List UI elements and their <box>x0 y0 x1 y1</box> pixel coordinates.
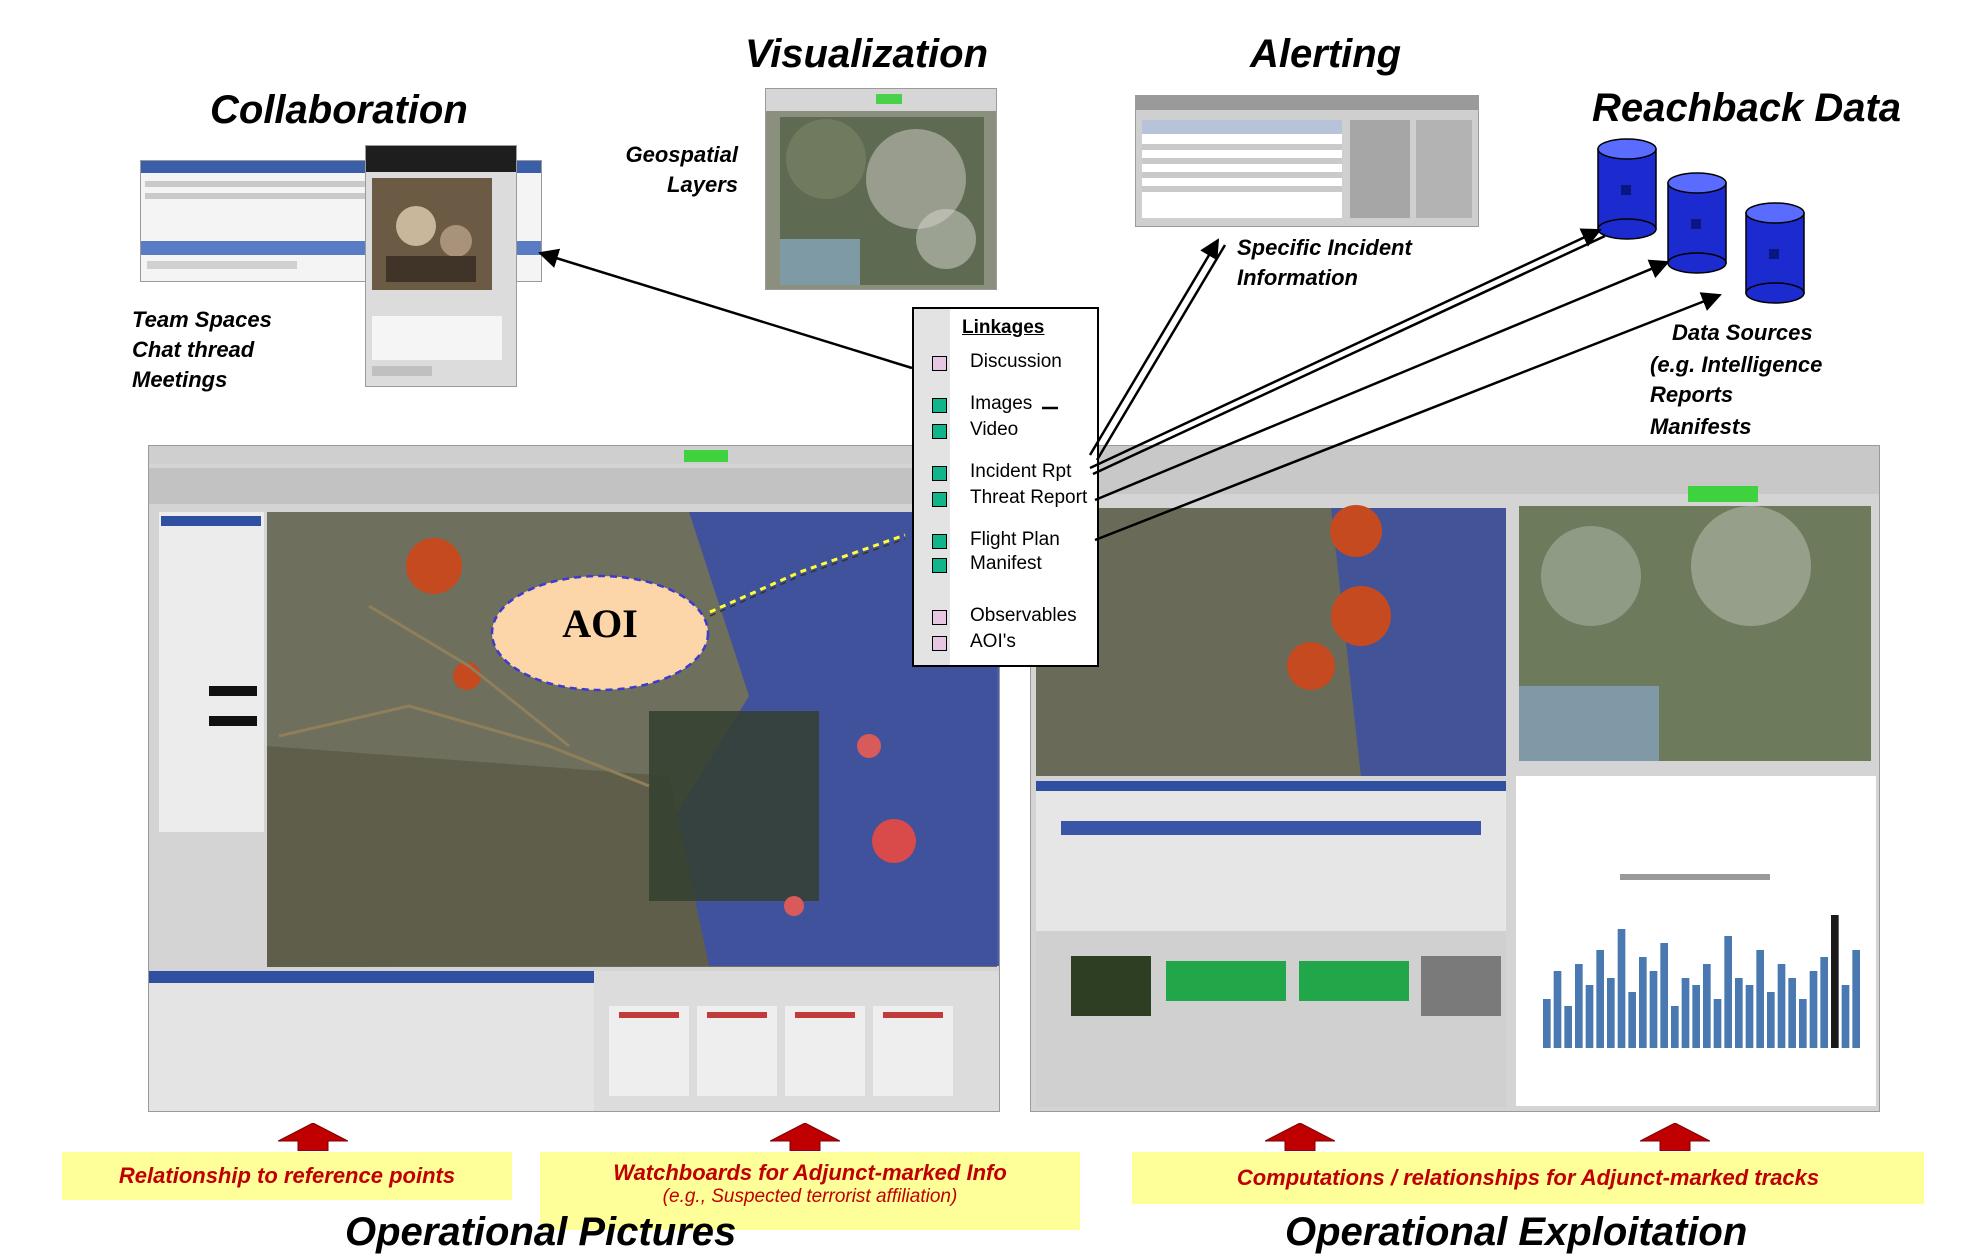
chart-bar <box>1809 971 1818 1048</box>
linkage-checkbox[interactable] <box>932 534 947 549</box>
chart-bar <box>1831 915 1839 1048</box>
linkage-checkbox[interactable] <box>932 636 947 651</box>
chart-bar <box>1628 992 1636 1048</box>
chart-bar <box>1735 978 1743 1048</box>
collaboration-description: Team Spaces Chat thread Meetings <box>132 305 272 395</box>
up-arrow-icon <box>1265 1123 1335 1151</box>
geospatial-layers-label: Geospatial Layers <box>600 140 738 200</box>
operational-exploitation-title: Operational Exploitation <box>1285 1210 1748 1254</box>
up-arrow-icon <box>278 1123 348 1151</box>
linkage-label: Manifest <box>970 553 1042 574</box>
alert-line-2: Information <box>1237 265 1358 290</box>
chart-bar <box>1543 999 1551 1048</box>
linkage-checkbox[interactable] <box>932 398 947 413</box>
operational-pictures-title: Operational Pictures <box>345 1210 737 1254</box>
linkage-checkbox[interactable] <box>932 424 947 439</box>
visualization-heading: Visualization <box>745 32 989 76</box>
reachback-line-4: Manifests <box>1650 414 1752 439</box>
up-arrow-icon <box>770 1123 840 1151</box>
linkage-label: Observables <box>970 605 1077 626</box>
chart-bar <box>1713 999 1722 1048</box>
chart-bar <box>1585 985 1594 1048</box>
database-icon <box>1745 202 1805 304</box>
chart-bar <box>1639 957 1647 1048</box>
chart-bar <box>1852 950 1860 1048</box>
chart-bar <box>1724 936 1732 1048</box>
linkage-label: Incident Rpt <box>970 461 1072 482</box>
linkage-checkbox[interactable] <box>932 558 947 573</box>
alerting-description: Specific Incident Information <box>1237 233 1412 293</box>
reachback-line-1: Data Sources <box>1672 320 1813 345</box>
activity-bar-chart <box>1530 870 1870 1055</box>
chart-bar <box>1575 964 1583 1048</box>
chart-bar <box>1681 978 1690 1048</box>
linkage-label: Flight Plan <box>970 529 1060 550</box>
chart-bar <box>1703 964 1711 1048</box>
chart-title-placeholder <box>1620 874 1770 880</box>
chart-bar <box>1564 1006 1572 1048</box>
satellite-map-window <box>765 88 997 290</box>
chart-bar <box>1607 978 1615 1048</box>
linkage-label: Threat Report <box>970 487 1088 508</box>
chart-bar <box>1649 971 1658 1048</box>
alerting-heading: Alerting <box>1250 32 1402 76</box>
chart-bar <box>1841 985 1850 1048</box>
database-icon <box>1667 172 1727 274</box>
chart-bar <box>1692 985 1700 1048</box>
callout-watchboards: Watchboards for Adjunct-marked Info (e.g… <box>540 1152 1080 1230</box>
aoi-label: AOI <box>562 601 638 646</box>
chart-bar <box>1745 985 1754 1048</box>
linkage-checkbox[interactable] <box>932 466 947 481</box>
databases-group <box>1597 138 1805 304</box>
chart-bar <box>1660 943 1668 1048</box>
linkage-label: Images <box>970 393 1033 414</box>
linkage-label: Video <box>970 419 1019 440</box>
linkages-panel: Linkages Discussion Images Video Inciden… <box>912 307 1099 667</box>
callout-watchboards-title: Watchboards for Adjunct-marked Info <box>613 1160 1007 1185</box>
linkage-checkbox[interactable] <box>932 492 947 507</box>
reachback-heading: Reachback Data <box>1592 86 1902 130</box>
chart-bar <box>1788 978 1796 1048</box>
chart-bar <box>1756 950 1764 1048</box>
video-conference-window <box>365 145 517 387</box>
chart-bar <box>1820 957 1828 1048</box>
alert-line-1: Specific Incident <box>1237 235 1412 260</box>
reachback-line-2: (e.g. Intelligence <box>1650 352 1823 377</box>
operational-picture-window <box>148 445 1000 1112</box>
chart-bar <box>1777 964 1786 1048</box>
reachback-line-3: Reports <box>1650 382 1734 407</box>
geo-line-1: Geospatial <box>625 142 738 167</box>
callout-computations: Computations / relationships for Adjunct… <box>1132 1152 1924 1204</box>
geo-line-2: Layers <box>667 172 738 197</box>
chart-bar <box>1617 929 1626 1048</box>
chart-bar <box>1596 950 1604 1048</box>
collab-line-chat-thread: Chat thread <box>132 337 255 362</box>
up-arrow-icon <box>1640 1123 1710 1151</box>
linkage-label: Discussion <box>970 351 1062 372</box>
collab-line-team-spaces: Team Spaces <box>132 307 272 332</box>
alerting-window <box>1135 95 1479 227</box>
linkage-checkbox[interactable] <box>932 610 947 625</box>
aoi-ellipse <box>490 574 710 692</box>
chart-bar <box>1671 1006 1679 1048</box>
chart-bar <box>1767 992 1775 1048</box>
collaboration-heading: Collaboration <box>210 88 468 132</box>
collab-line-meetings: Meetings <box>132 367 228 392</box>
chart-bar <box>1799 999 1807 1048</box>
callout-reference-points: Relationship to reference points <box>62 1152 512 1200</box>
linkage-checkbox[interactable] <box>932 356 947 371</box>
database-icon <box>1597 138 1657 240</box>
chart-bar <box>1553 971 1562 1048</box>
arrow-to-alerting-2 <box>1095 244 1227 461</box>
arrow-to-alerting-1 <box>1088 238 1220 456</box>
linkage-label: AOI's <box>970 631 1016 652</box>
linkages-title: Linkages <box>962 317 1045 338</box>
callout-watchboards-sub: (e.g., Suspected terrorist affiliation) <box>662 1186 958 1207</box>
